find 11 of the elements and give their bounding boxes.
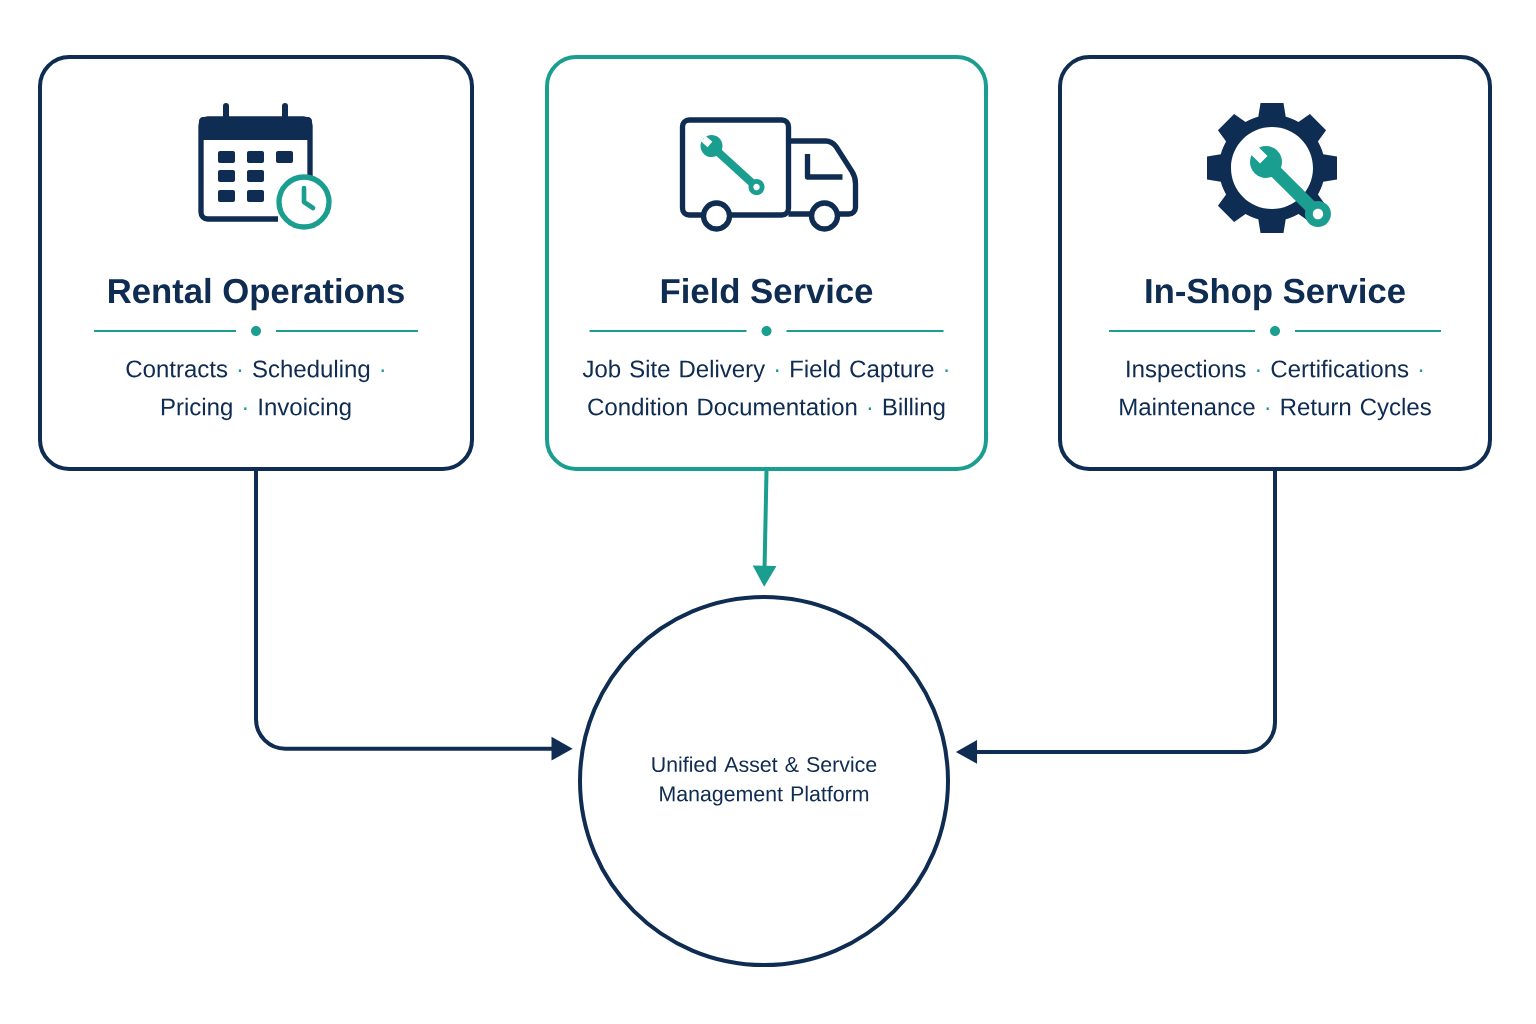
platform-subtitle: Unified Asset & Service Management Platform	[652, 756, 877, 806]
card-title: In-Shop Service	[1146, 277, 1405, 311]
feature-list: Job Site Delivery · Field Capture · Condition Documentation · Billing	[582, 359, 948, 421]
module-card	[38, 55, 474, 471]
platform-circle	[578, 595, 950, 967]
feature-list: Contracts · Scheduling · Pricing · Invoicing	[126, 359, 384, 421]
card-title: Field Service	[661, 277, 873, 304]
module-card	[1058, 55, 1492, 471]
module-card	[545, 55, 988, 471]
card-title: Rental Operations	[109, 277, 404, 311]
feature-list: Inspections · Certifications · Maintenance · Return Cycles	[1120, 359, 1431, 421]
